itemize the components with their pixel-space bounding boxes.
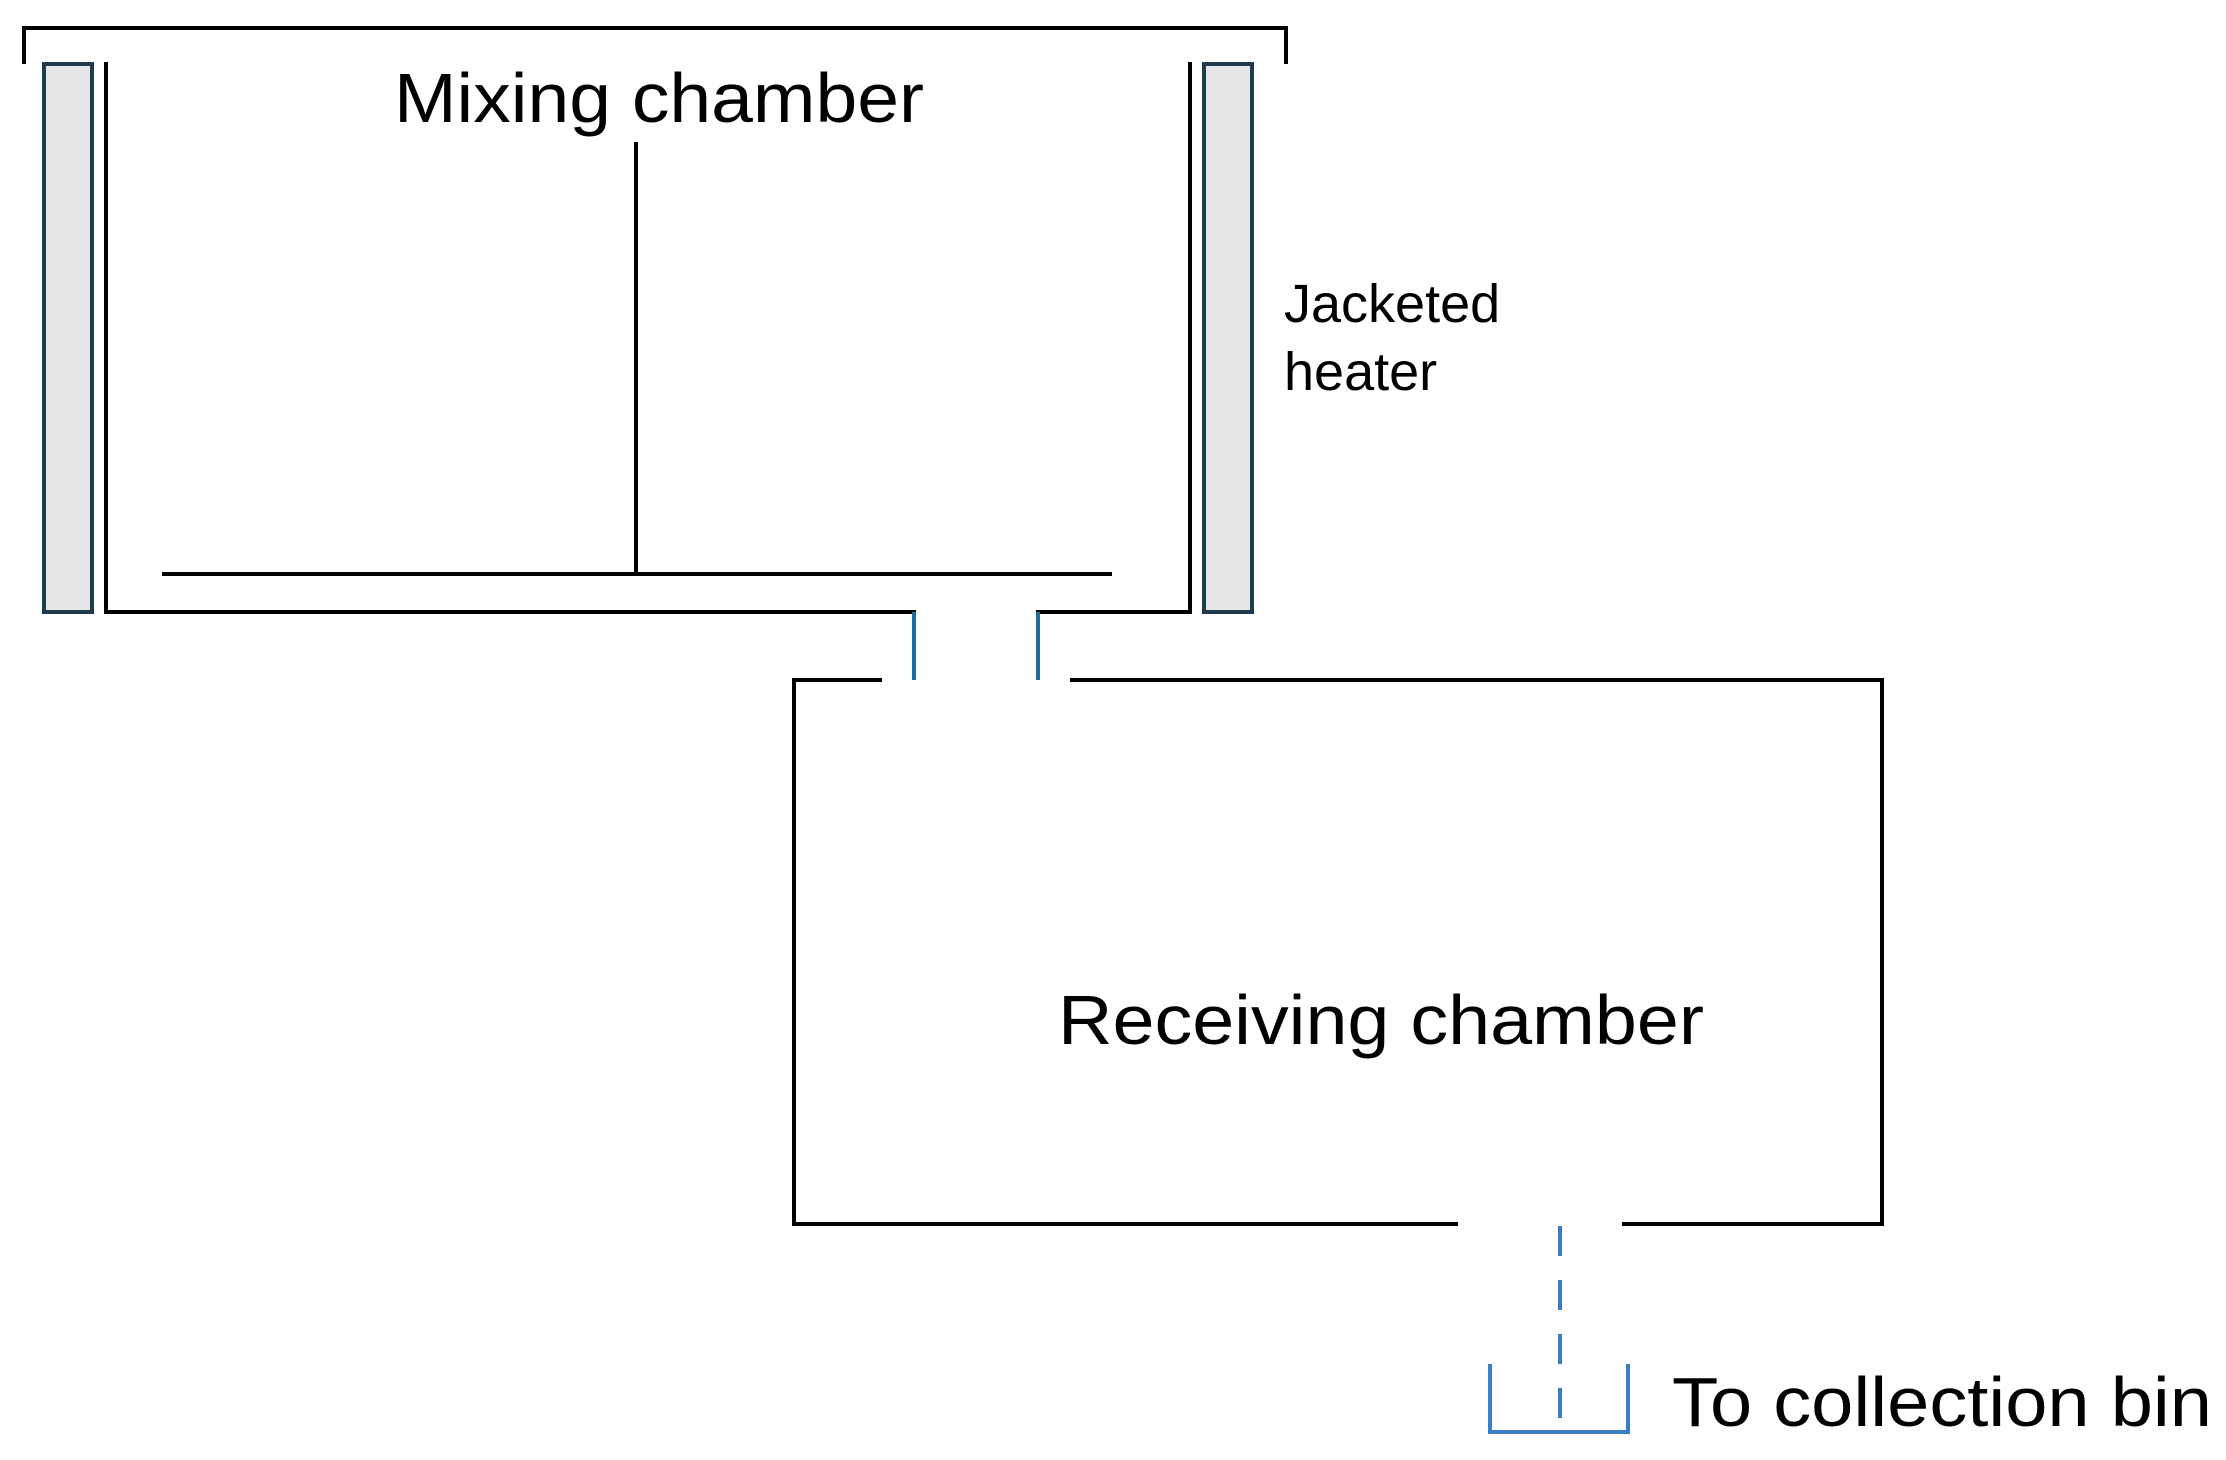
jacketed-heater-left xyxy=(42,62,94,614)
mixing-chamber-vessel xyxy=(104,62,916,614)
collection-bin xyxy=(1488,1364,1630,1434)
mixing-chamber-lid xyxy=(22,26,1288,64)
jacketed-heater-label-line2: heater xyxy=(1284,342,1437,402)
jacketed-heater-right xyxy=(1202,62,1254,614)
jacketed-heater-label-line1: Jacketed xyxy=(1284,274,1500,334)
mixing-chamber-label: Mixing chamber xyxy=(394,59,924,137)
mixing-chamber-vessel-right xyxy=(1036,62,1192,614)
receiving-chamber-label: Receiving chamber xyxy=(1058,981,1704,1059)
collection-bin-label: To collection bin xyxy=(1672,1363,2212,1441)
receiving-chamber-vessel xyxy=(792,678,1884,1226)
